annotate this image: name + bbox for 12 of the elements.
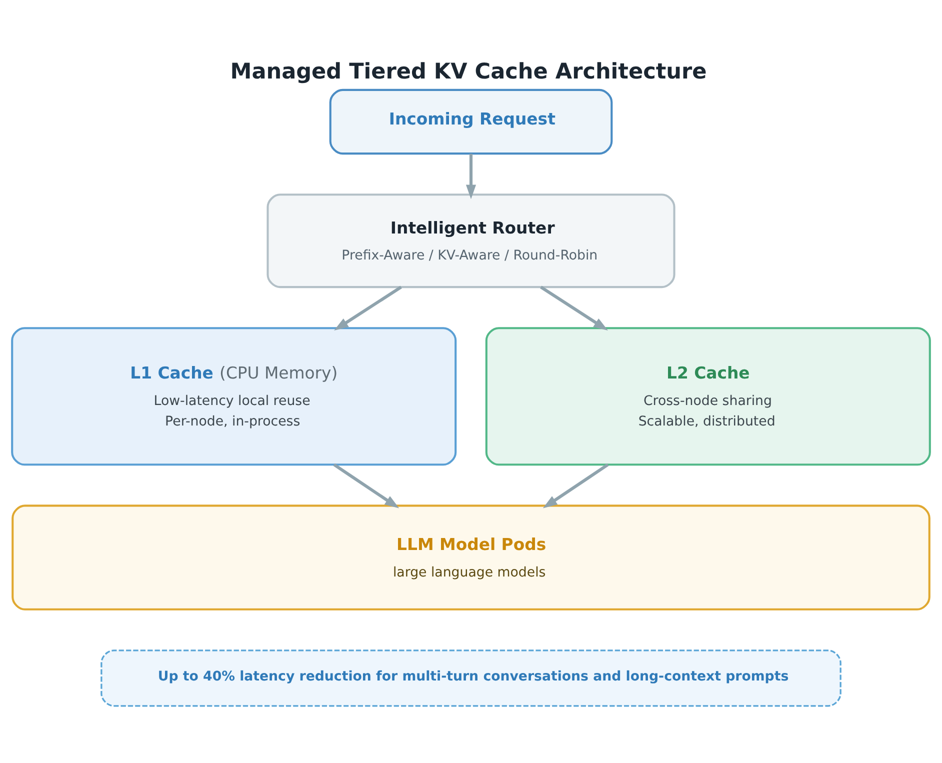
arrow — [542, 462, 609, 508]
arrow — [466, 153, 476, 199]
node-box: Intelligent Router Prefix-Aware / KV-Aware / Round-Robin — [266, 193, 676, 288]
node-box: Up to 40% latency reduction for multi-turn conversations and long-context prompts — [100, 649, 842, 706]
arrow — [334, 285, 402, 330]
node-box: L1 Cache (CPU Memory) Low-latency local reuse Per-node, in-process — [11, 326, 457, 466]
arrow — [540, 285, 608, 330]
node-box: LLM Model Pods large language models — [12, 504, 930, 610]
arrow — [333, 462, 400, 508]
node-box: L2 Cache Cross-node sharing Scalable, distributed — [485, 326, 931, 466]
diagram-title: Managed Tiered KV Cache Architecture — [230, 58, 707, 84]
node-box: Incoming Request — [329, 88, 613, 154]
